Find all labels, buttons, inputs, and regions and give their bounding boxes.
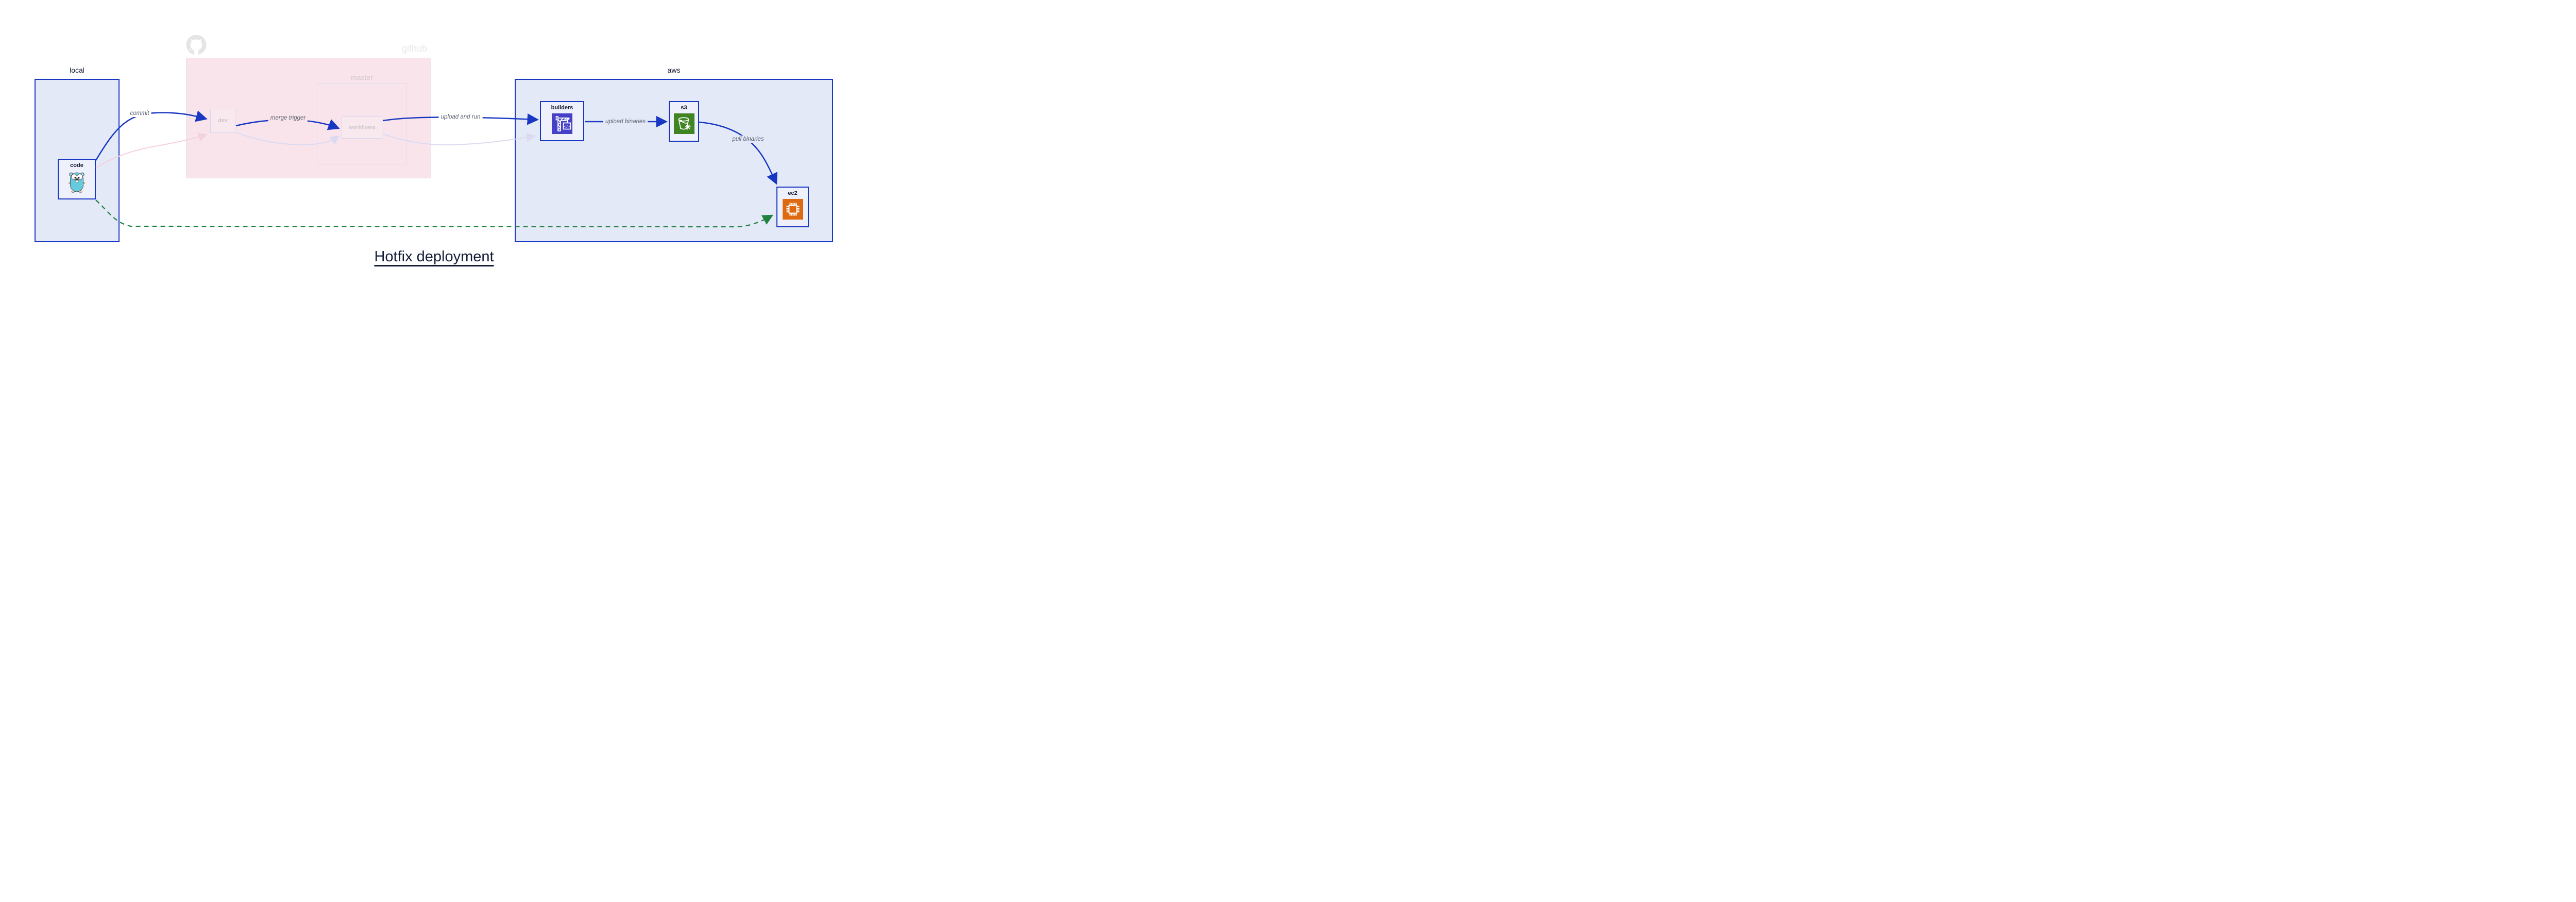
node-builders: builders </> [540, 101, 584, 141]
edge-label-commit: commit [128, 110, 151, 117]
node-dev: dev [210, 109, 235, 133]
node-code-label: code [70, 162, 83, 169]
github-label: github [401, 43, 427, 54]
edge-label-merge-trigger: merge trigger [268, 114, 308, 122]
diagram-title: Hotfix deployment [374, 248, 494, 265]
node-workflows-label: workflows [348, 124, 376, 130]
local-label: local [70, 66, 84, 74]
node-code: code [58, 159, 96, 199]
node-s3: s3 [669, 101, 699, 142]
edge-label-upload-binaries: upload binaries [603, 118, 648, 125]
edge-label-pull-binaries: pull binaries [730, 136, 766, 143]
master-label: master [351, 73, 373, 81]
aws-label: aws [667, 66, 681, 74]
node-s3-label: s3 [681, 105, 687, 111]
node-ec2-label: ec2 [788, 190, 798, 196]
edge-label-upload-and-run: upload and run [438, 113, 483, 121]
node-builders-label: builders [551, 105, 573, 111]
octocat-icon [186, 35, 207, 58]
node-workflows: workflows [342, 116, 382, 139]
go-gopher-icon [67, 171, 86, 195]
node-dev-label: dev [218, 118, 228, 124]
diagram-canvas: local github master aws code [0, 0, 868, 300]
s3-bucket-snowflake-icon [673, 113, 694, 134]
codebuild-crane-icon: </> [552, 113, 572, 134]
ec2-chip-icon [782, 199, 803, 220]
svg-text:</>: </> [564, 124, 570, 129]
node-ec2: ec2 [776, 187, 809, 227]
